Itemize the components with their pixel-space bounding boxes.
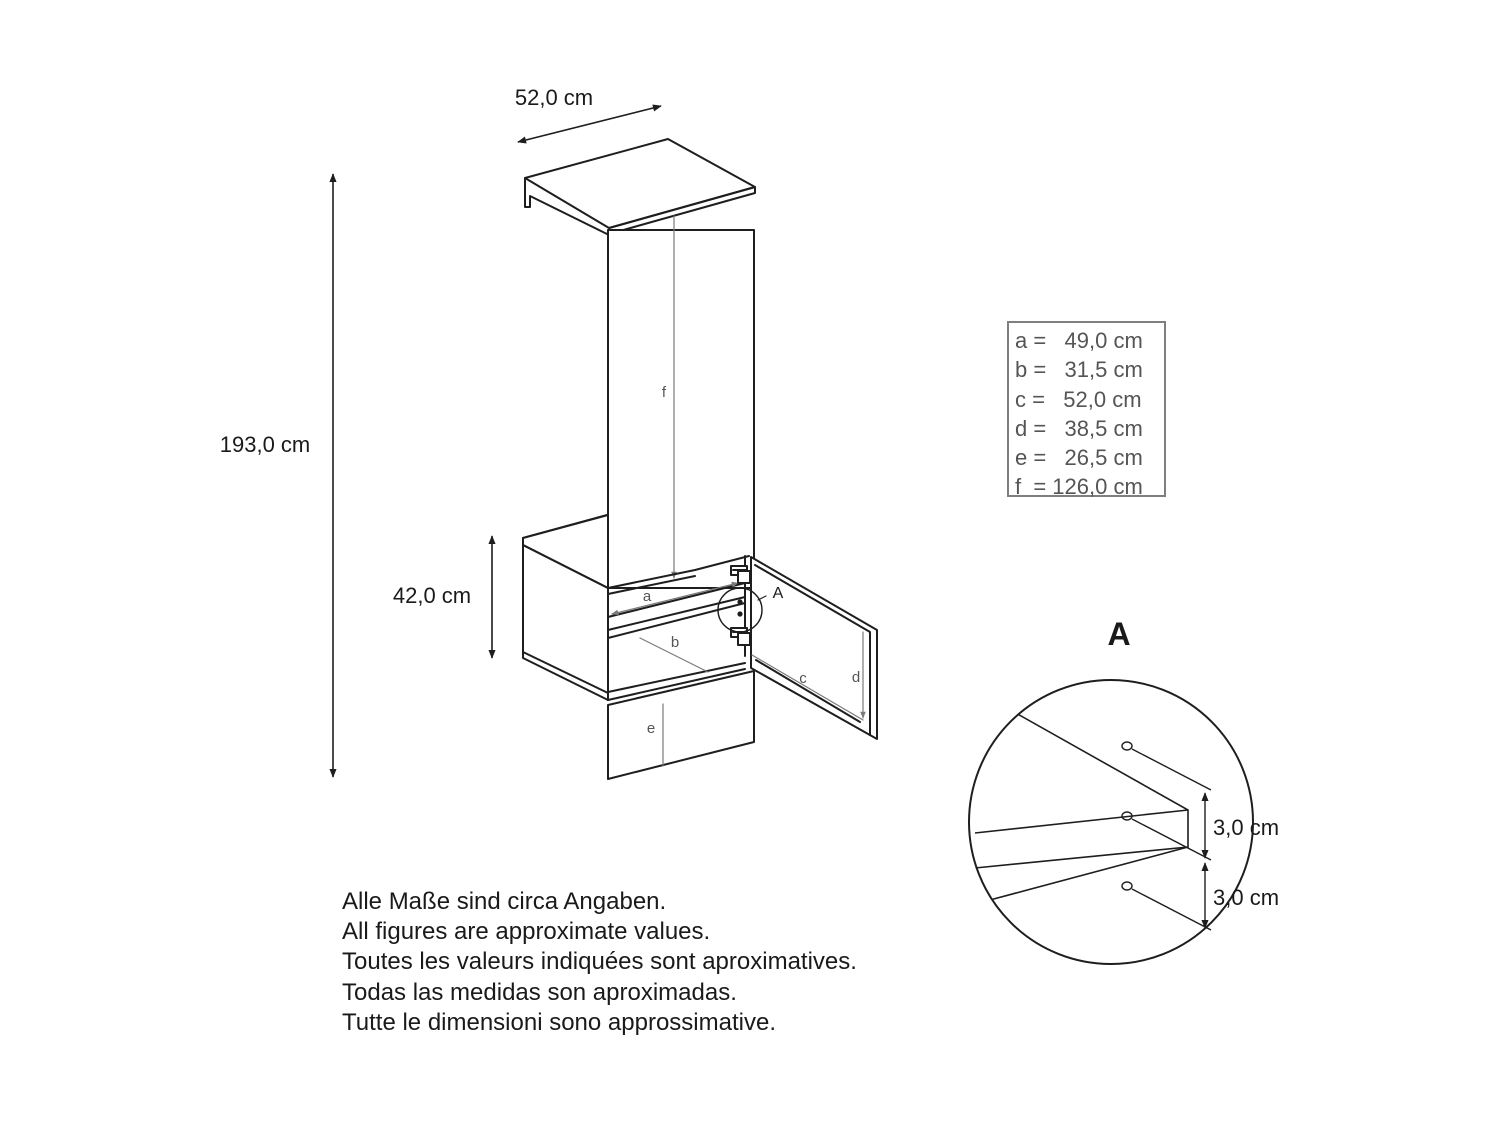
- legend-row-a: a = 49,0 cm: [1015, 328, 1143, 353]
- lower-front-board: [607, 670, 755, 780]
- lower-height-dimension: 42,0 cm: [393, 535, 496, 659]
- open-door: [750, 556, 878, 740]
- legend-row-e: e = 26,5 cm: [1015, 445, 1143, 471]
- width-dimension: 52,0 cm: [515, 85, 662, 144]
- detail-marker-circle: [717, 587, 763, 633]
- detail-circle: [968, 679, 1254, 965]
- note-german: Alle Maße sind circa Angaben.: [342, 888, 667, 915]
- detail-title: A: [1107, 616, 1130, 652]
- part-labels: f a b c d e: [643, 384, 860, 737]
- detail-spacing-bottom-label: 3,0 cm: [1213, 885, 1279, 910]
- note-french: Toutes les valeurs indiquées sont aproxi…: [342, 948, 857, 976]
- legend-row-f: f = 126,0 cm: [1015, 474, 1143, 500]
- dimension-legend: a = 49,0 cm b = 31,5 cm c = 52,0 cm d = …: [1007, 321, 1166, 499]
- back-panel: [607, 229, 755, 589]
- height-dimension: 193,0 cm: [220, 173, 337, 778]
- legend-row-b: b = 31,5 cm: [1015, 357, 1143, 383]
- part-label-a: a: [643, 588, 652, 605]
- hinge-top: [730, 565, 751, 584]
- part-label-c: c: [799, 670, 807, 687]
- note-spanish: Todas las medidas son aproximadas.: [342, 978, 737, 1006]
- part-label-d: d: [852, 669, 860, 686]
- detail-marker-label: A: [773, 585, 784, 602]
- top-shelf: [524, 138, 756, 229]
- note-italian: Tutte le dimensioni sono approssimative.: [342, 1008, 776, 1036]
- lower-height-dimension-label: 42,0 cm: [393, 583, 471, 608]
- detail-holes: [1121, 741, 1212, 931]
- part-label-f: f: [662, 384, 667, 401]
- part-label-e: e: [647, 720, 655, 737]
- width-dimension-label: 52,0 cm: [515, 85, 593, 110]
- note-english: All figures are approximate values.: [342, 918, 711, 946]
- height-dimension-label: 193,0 cm: [220, 432, 311, 457]
- detail-view: 3,0 cm 3,0 cm: [968, 679, 1279, 965]
- approximation-notes: Alle Maße sind circa Angaben. All figure…: [342, 887, 857, 1038]
- part-label-b: b: [671, 634, 679, 651]
- detail-spacing-top-label: 3,0 cm: [1213, 815, 1279, 840]
- wardrobe-drawing: [522, 138, 878, 780]
- legend-row-c: c = 52,0 cm: [1015, 386, 1142, 412]
- legend-row-d: d = 38,5 cm: [1015, 415, 1143, 441]
